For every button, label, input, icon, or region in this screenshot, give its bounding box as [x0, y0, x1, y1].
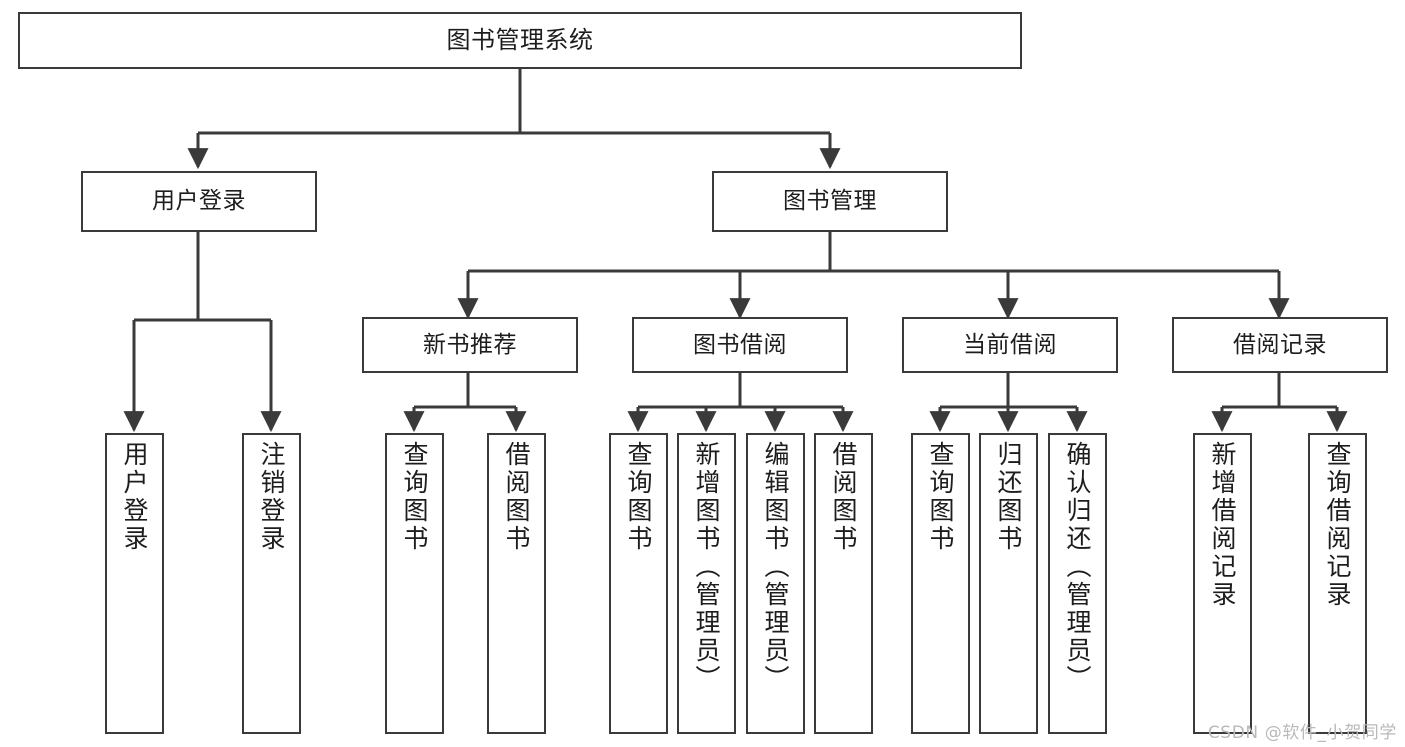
- node-new-book-recommend[interactable]: 新书推荐: [362, 317, 578, 373]
- node-label: 归还图书: [994, 441, 1023, 553]
- node-label: 查询借阅记录: [1323, 441, 1352, 609]
- node-book-management[interactable]: 图书管理: [712, 171, 948, 232]
- node-label: 查询图书: [624, 441, 653, 553]
- node-borrow-record[interactable]: 借阅记录: [1172, 317, 1388, 373]
- node-user-login[interactable]: 用户登录: [81, 171, 317, 232]
- leaf-borrow-record-query-record[interactable]: 查询借阅记录: [1308, 433, 1367, 734]
- node-label: 用户登录: [120, 441, 149, 553]
- leaf-user-login-login[interactable]: 用户登录: [105, 433, 164, 734]
- node-book-borrow[interactable]: 图书借阅: [632, 317, 848, 373]
- watermark: CSDN @软件_小贺同学: [1207, 723, 1397, 743]
- node-label: 确认归还（管理员）: [1063, 441, 1092, 693]
- node-label: 新书推荐: [423, 331, 517, 358]
- node-label: 借阅记录: [1233, 331, 1327, 358]
- leaf-book-borrow-borrow-books[interactable]: 借阅图书: [814, 433, 873, 734]
- leaf-current-borrow-confirm-return-admin[interactable]: 确认归还（管理员）: [1048, 433, 1107, 734]
- leaf-borrow-record-add-record[interactable]: 新增借阅记录: [1193, 433, 1252, 734]
- leaf-current-borrow-query-books[interactable]: 查询图书: [911, 433, 970, 734]
- leaf-book-borrow-add-book-admin[interactable]: 新增图书（管理员）: [677, 433, 736, 734]
- node-label: 查询图书: [400, 441, 429, 553]
- leaf-book-borrow-query-books[interactable]: 查询图书: [609, 433, 668, 734]
- leaf-book-borrow-edit-book-admin[interactable]: 编辑图书（管理员）: [746, 433, 805, 734]
- node-label: 编辑图书（管理员）: [761, 441, 790, 693]
- leaf-new-book-borrow-books[interactable]: 借阅图书: [487, 433, 546, 734]
- node-label: 当前借阅: [963, 331, 1057, 358]
- node-label: 注销登录: [257, 441, 286, 553]
- node-label: 用户登录: [152, 188, 246, 215]
- leaf-new-book-query-books[interactable]: 查询图书: [385, 433, 444, 734]
- leaf-user-login-logout[interactable]: 注销登录: [242, 433, 301, 734]
- node-label: 图书借阅: [693, 331, 787, 358]
- node-label: 图书管理: [783, 188, 877, 215]
- node-current-borrow[interactable]: 当前借阅: [902, 317, 1118, 373]
- node-label: 新增借阅记录: [1208, 441, 1237, 609]
- node-label: 新增图书（管理员）: [692, 441, 721, 693]
- node-label: 图书管理系统: [446, 25, 594, 54]
- node-label: 借阅图书: [829, 441, 858, 553]
- node-label: 借阅图书: [502, 441, 531, 553]
- node-label: 查询图书: [926, 441, 955, 553]
- leaf-current-borrow-return-books[interactable]: 归还图书: [979, 433, 1038, 734]
- node-root-book-management-system[interactable]: 图书管理系统: [18, 12, 1022, 69]
